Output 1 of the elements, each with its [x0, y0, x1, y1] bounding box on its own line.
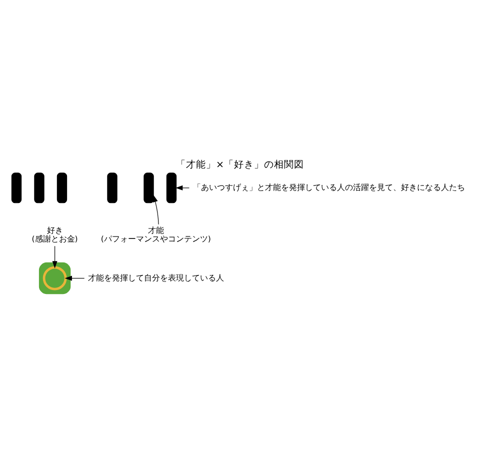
diagram-title: 「才能」×「好き」の相関図	[176, 158, 304, 170]
